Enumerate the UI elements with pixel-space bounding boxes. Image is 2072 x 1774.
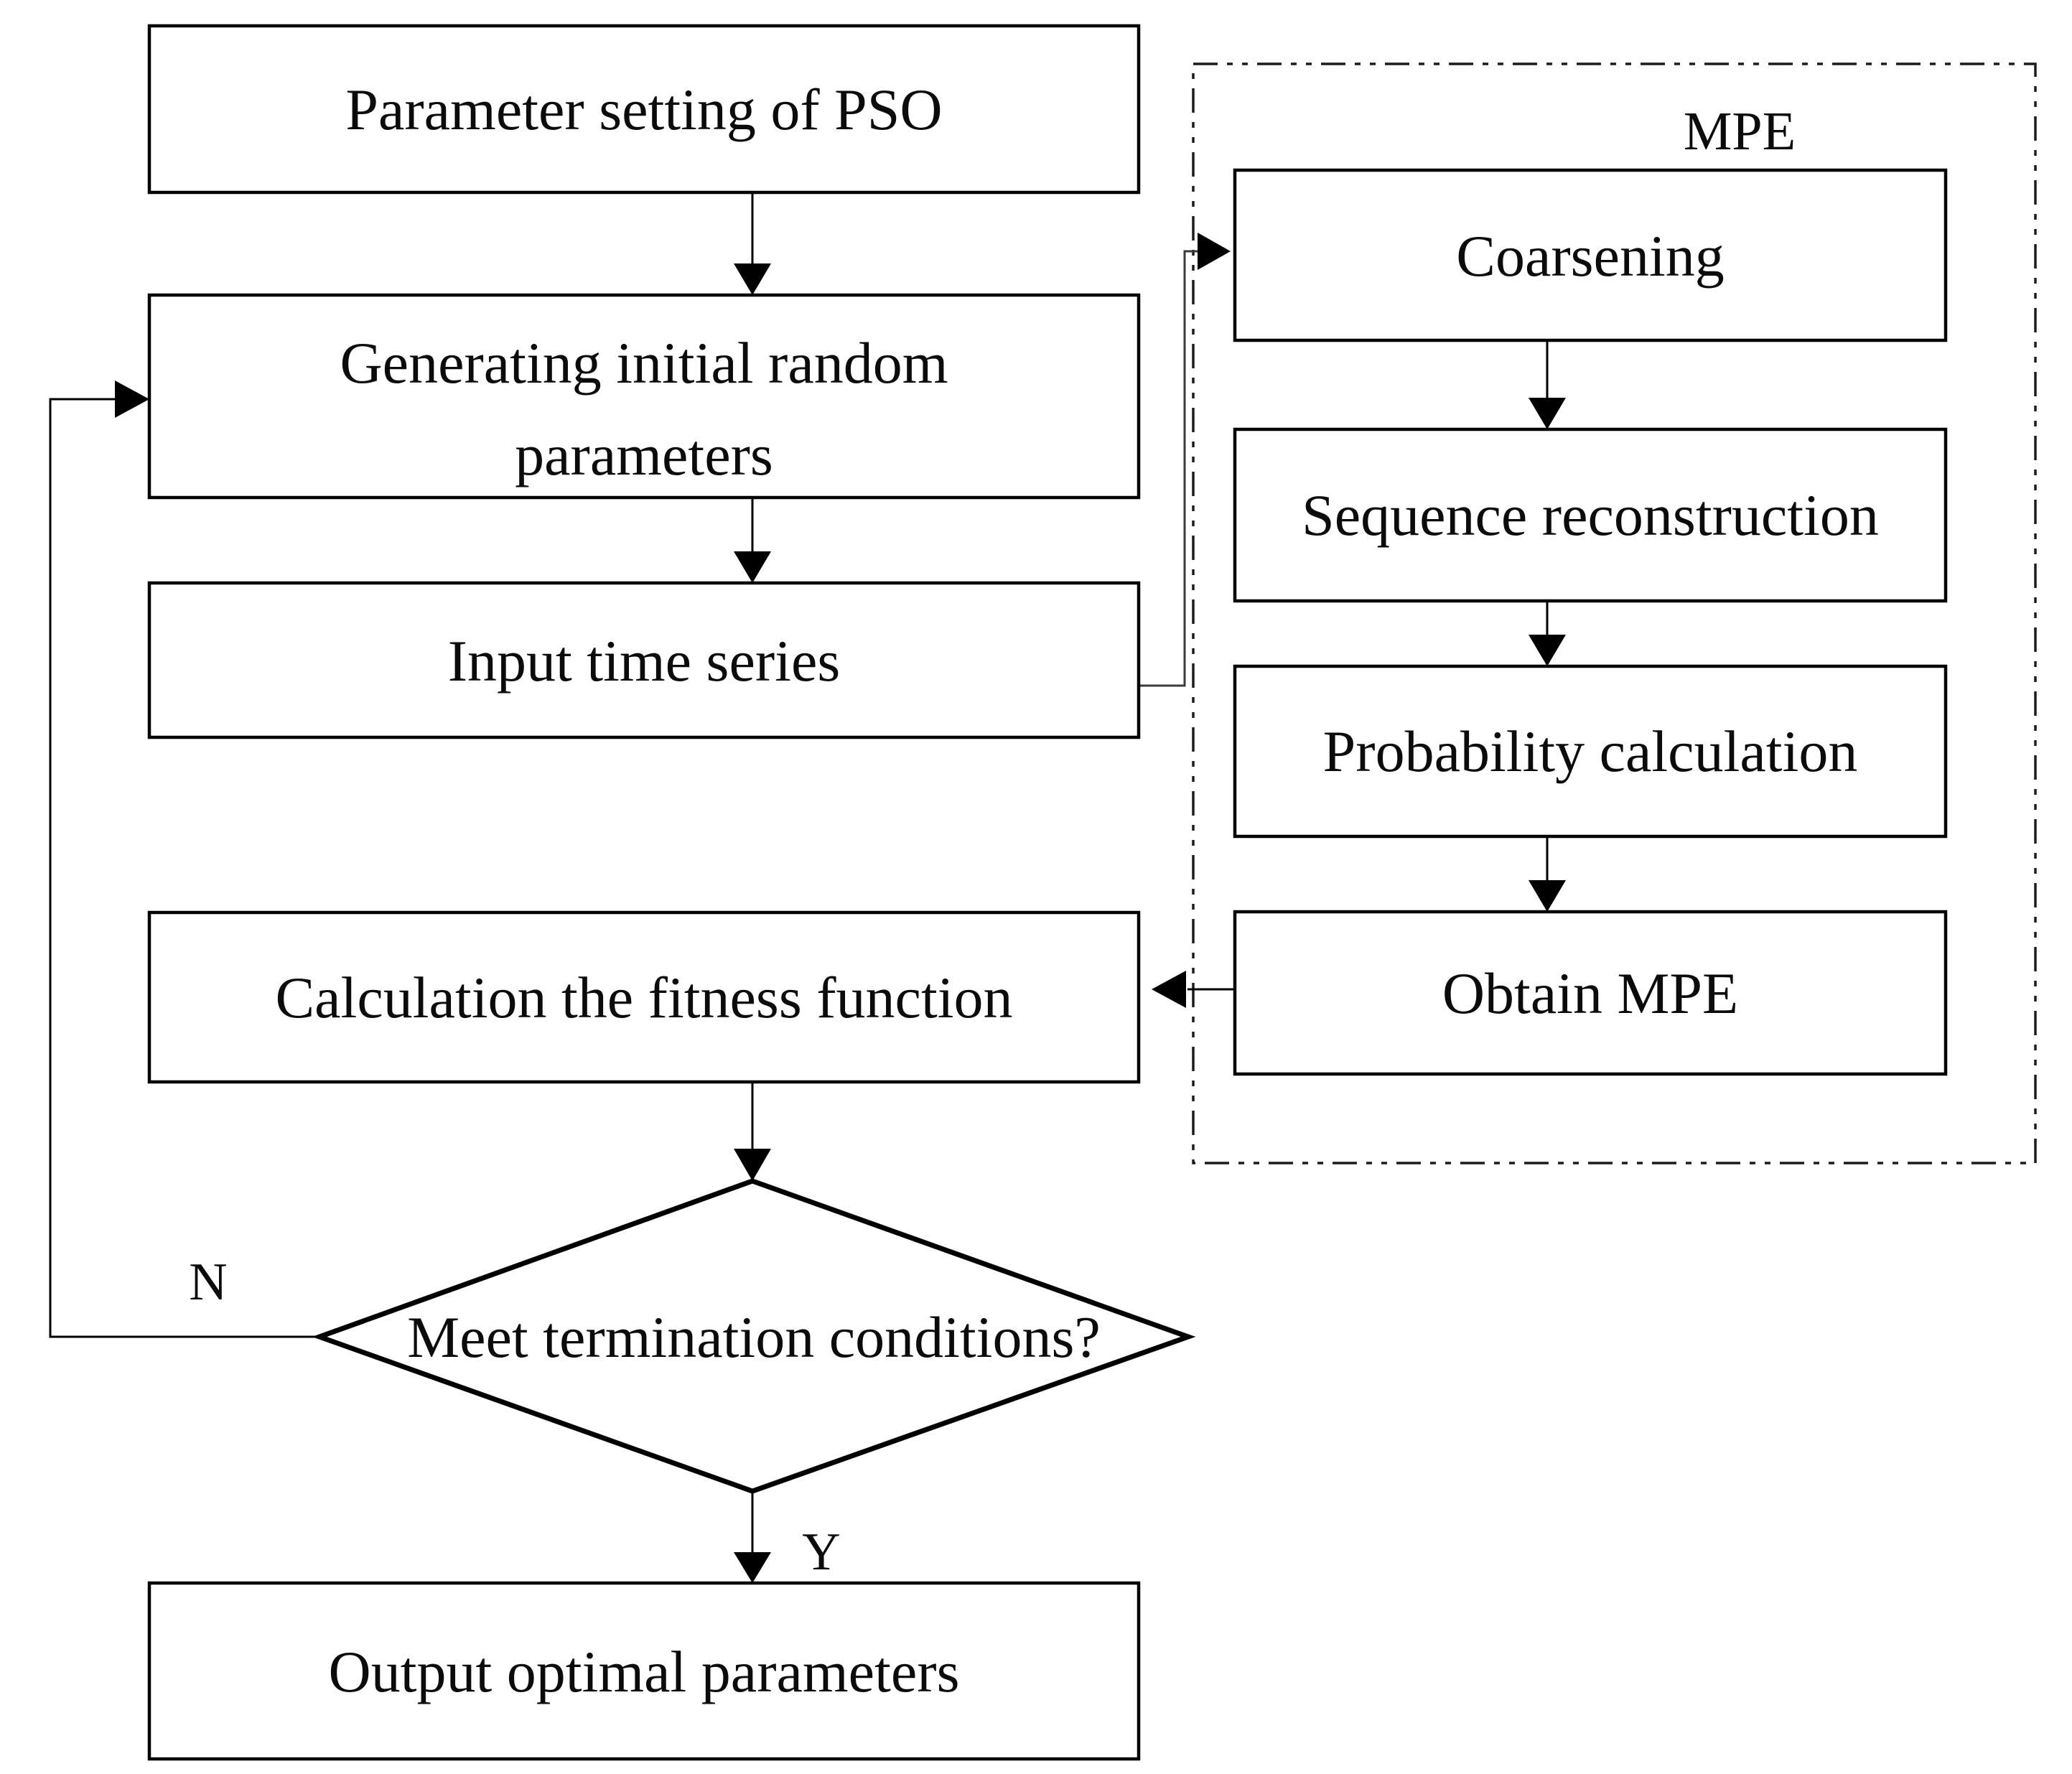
arrowhead-into-fitness <box>1152 971 1186 1008</box>
arrowhead-into-obtain <box>1529 880 1566 912</box>
decision-termination-conditions <box>312 1178 1196 1494</box>
branch-label-yes: Y <box>802 1523 840 1582</box>
label-obtain-mpe: Obtain MPE <box>1442 961 1738 1026</box>
mpe-panel-border <box>1192 62 2037 1164</box>
mpe-panel-title: MPE <box>1684 101 1796 162</box>
label-generating-initial-line1: Generating initial random <box>340 330 948 396</box>
box-probability-calculation <box>1233 664 1948 839</box>
label-probability-calculation: Probability calculation <box>1323 719 1858 784</box>
arrowhead-into-decision <box>734 1149 771 1181</box>
label-fitness-function: Calculation the fitness function <box>275 965 1012 1030</box>
connector-loopback-no <box>49 398 319 1338</box>
box-obtain-mpe <box>1233 910 1948 1076</box>
arrowhead-loopback-into-generating <box>115 381 149 418</box>
branch-label-no: N <box>189 1253 227 1312</box>
label-input-time-series: Input time series <box>448 628 841 694</box>
box-input-time-series <box>147 581 1141 739</box>
label-output-optimal: Output optimal parameters <box>329 1639 960 1704</box>
box-generating-initial <box>147 293 1141 500</box>
box-parameter-setting <box>147 24 1141 195</box>
box-output-optimal <box>147 1581 1141 1761</box>
label-sequence-reconstruction: Sequence reconstruction <box>1302 482 1879 548</box>
arrowhead-into-coarsening <box>1198 233 1231 270</box>
arrowhead-into-generating <box>734 263 771 295</box>
label-generating-initial-line2: parameters <box>515 422 773 487</box>
box-fitness-function <box>147 910 1141 1084</box>
label-coarsening: Coarsening <box>1456 223 1724 289</box>
arrowhead-into-probability <box>1529 635 1566 666</box>
arrowhead-into-input <box>734 551 771 583</box>
box-sequence-reconstruction <box>1233 427 1948 603</box>
label-parameter-setting: Parameter setting of PSO <box>345 77 942 142</box>
arrowhead-into-output <box>734 1552 771 1583</box>
box-coarsening <box>1233 168 1948 342</box>
label-termination-conditions: Meet termination conditions? <box>407 1304 1101 1370</box>
connector-input-to-coarsening <box>1139 250 1198 687</box>
arrowhead-into-sequence <box>1529 398 1566 429</box>
